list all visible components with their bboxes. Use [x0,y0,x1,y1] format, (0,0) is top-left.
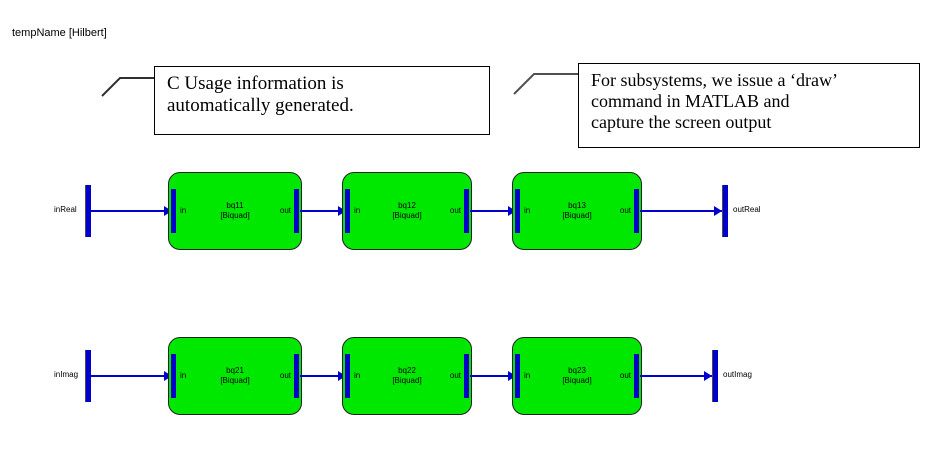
block-input-port[interactable] [345,354,350,398]
arrowhead-output-real [714,206,722,216]
block-output-port[interactable] [294,189,299,233]
output-terminal-imag[interactable] [712,350,718,402]
block-label: bq12 [Biquad] [343,201,471,221]
block-type-text: [Biquad] [562,376,592,385]
annotation-line: command in MATLAB and [591,91,790,112]
wire-bq12-to-bq13 [470,210,512,212]
block-input-port-label: in [524,206,531,215]
wire-bq11-to-bq12 [300,210,342,212]
wire-input-to-bq11 [90,210,168,212]
block-label: bq13 [Biquad] [513,201,641,221]
block-input-port[interactable] [515,189,520,233]
block-type-text: [Biquad] [392,376,422,385]
block-input-port-label: in [180,371,187,380]
block-input-port-label: in [524,371,531,380]
input-terminal-real[interactable] [85,185,91,237]
wire-bq21-to-bq22 [300,375,342,377]
block-output-port-label: out [449,371,461,380]
wire-bq13-to-output [640,210,722,212]
block-output-port[interactable] [464,189,469,233]
block-input-port[interactable] [171,189,176,233]
block-type-text: [Biquad] [562,211,592,220]
block-name-text: bq12 [398,201,416,210]
block-name-text: bq21 [226,366,244,375]
annotation-line: C Usage information is [167,73,344,94]
output-port-label-imag: outImag [723,370,752,379]
callout-leader-line-c-usage [101,77,154,97]
block-label: bq11 [Biquad] [169,201,301,221]
callout-leader-line-subsystems [513,73,578,95]
annotation-line: For subsystems, we issue a ‘draw’ [591,70,838,90]
block-input-port-label: in [354,371,361,380]
block-label: bq22 [Biquad] [343,366,471,386]
annotation-subsystems: For subsystems, we issue a ‘draw’ comman… [578,63,920,148]
subsystem-block-bq13[interactable]: in bq13 [Biquad] out [512,172,642,250]
annotation-c-usage: C Usage information is automatically gen… [154,66,490,135]
subsystem-block-bq21[interactable]: in bq21 [Biquad] out [168,337,302,415]
subsystem-block-bq23[interactable]: in bq23 [Biquad] out [512,337,642,415]
input-port-label-imag: inImag [54,370,79,379]
subsystem-block-bq12[interactable]: in bq12 [Biquad] out [342,172,472,250]
block-type-text: [Biquad] [220,211,250,220]
arrowhead-output-imag [704,371,712,381]
wire-bq22-to-bq23 [470,375,512,377]
block-output-port-label: out [279,206,291,215]
block-output-port[interactable] [634,354,639,398]
block-output-port-label: out [449,206,461,215]
block-input-port[interactable] [171,354,176,398]
block-output-port[interactable] [464,354,469,398]
block-name-text: bq22 [398,366,416,375]
subsystem-block-bq11[interactable]: in bq11 [Biquad] out [168,172,302,250]
block-type-text: [Biquad] [392,211,422,220]
annotation-line: capture the screen output [591,112,772,133]
input-port-label-real: inReal [54,205,77,214]
block-output-port-label: out [619,206,631,215]
input-terminal-imag[interactable] [85,350,91,402]
block-input-port[interactable] [345,189,350,233]
block-name-text: bq13 [568,201,586,210]
block-name-text: bq23 [568,366,586,375]
block-input-port-label: in [180,206,187,215]
block-input-port[interactable] [515,354,520,398]
block-input-port-label: in [354,206,361,215]
block-type-text: [Biquad] [220,376,250,385]
block-label: bq23 [Biquad] [513,366,641,386]
block-label: bq21 [Biquad] [169,366,301,386]
block-name-text: bq11 [226,201,244,210]
annotation-line: automatically generated. [167,95,354,117]
block-output-port-label: out [279,371,291,380]
output-terminal-real[interactable] [722,185,728,237]
block-output-port[interactable] [634,189,639,233]
model-title: tempName [Hilbert] [12,27,107,39]
wire-input-to-bq21 [90,375,168,377]
output-port-label-real: outReal [733,205,761,214]
wire-bq23-to-output [640,375,712,377]
block-output-port-label: out [619,371,631,380]
subsystem-block-bq22[interactable]: in bq22 [Biquad] out [342,337,472,415]
block-output-port[interactable] [294,354,299,398]
